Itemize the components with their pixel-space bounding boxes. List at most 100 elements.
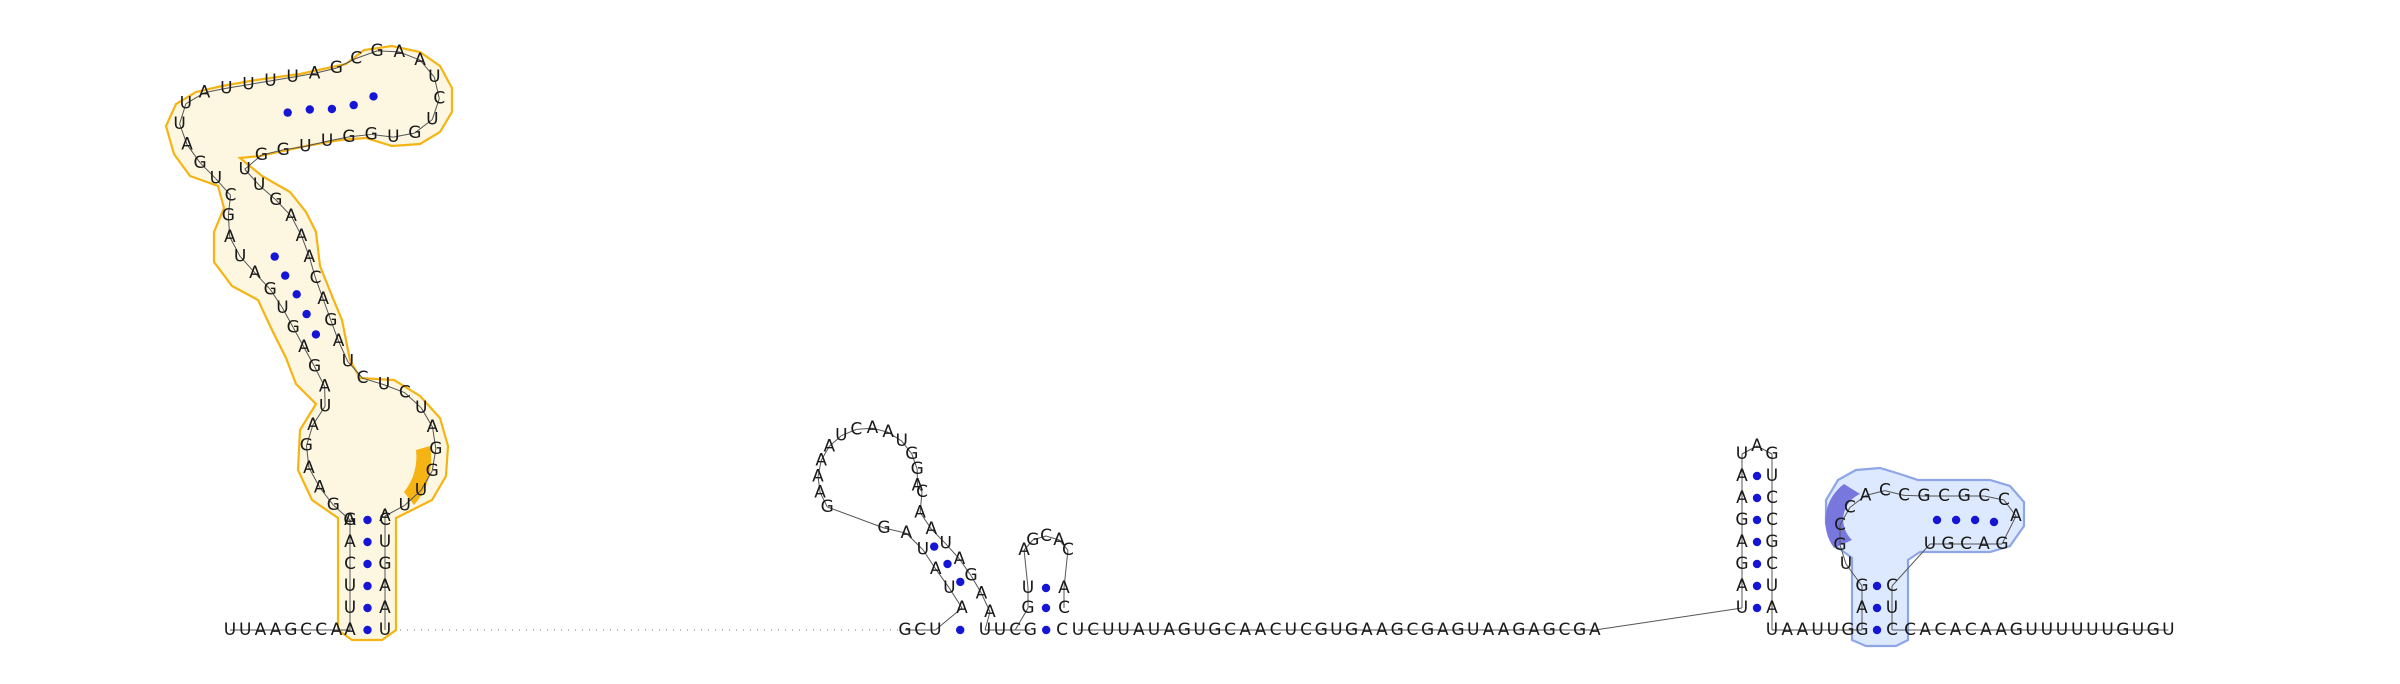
backbone-segment xyxy=(404,489,422,506)
hairpin-2-loop: G xyxy=(911,459,924,479)
base-pair-dot xyxy=(363,559,372,569)
backbone-segment xyxy=(301,235,310,257)
hairpin-3-left: U xyxy=(1022,578,1034,598)
domain-1-loop: U xyxy=(428,67,440,87)
domain-1-loop: C xyxy=(433,89,445,109)
hairpin-5-right: U xyxy=(1886,598,1898,618)
nucleotide-3prime: U xyxy=(2041,620,2053,640)
nucleotide-3prime: A xyxy=(1950,620,1962,640)
hairpin-2-strand3: A xyxy=(984,602,996,622)
domain-1-loop: C xyxy=(350,48,362,68)
backbone-segment xyxy=(347,361,363,379)
backbone-segment xyxy=(384,504,405,517)
backbone-segment xyxy=(305,424,314,446)
nucleotide-middle: C xyxy=(1224,620,1236,640)
base-pair-dot xyxy=(327,104,337,114)
helix-1-left: C xyxy=(344,554,356,574)
hairpin-3-base: U xyxy=(994,620,1006,640)
domain-1-loop: G xyxy=(408,123,421,143)
domain-1-loop: G xyxy=(365,124,378,144)
hairpin-3-right: A xyxy=(1058,578,1070,598)
backbone-segment xyxy=(1845,563,1863,587)
domain-1-loop: G xyxy=(330,58,343,78)
backbone-segment xyxy=(258,184,277,201)
backbone-segment xyxy=(1741,445,1758,455)
linker: U xyxy=(1766,620,1778,640)
hairpin-4-right: A xyxy=(1766,598,1778,618)
nucleotide-3prime: G xyxy=(2116,620,2129,640)
backbone-segment xyxy=(399,51,421,61)
hairpin-5-loop: C xyxy=(1898,485,1910,505)
nucleotide-middle: U xyxy=(1117,620,1129,640)
domain-1-accent xyxy=(404,446,432,505)
hairpin-5-left: G xyxy=(1855,620,1868,640)
hairpin-2-strand5: A xyxy=(930,559,942,579)
nucleotide-middle: U xyxy=(1330,620,1342,640)
hairpin-2-close: U xyxy=(979,620,991,640)
domain-1-loop: G xyxy=(300,436,313,456)
helix-1-right: U xyxy=(379,532,391,552)
hairpin-3-loop: C xyxy=(1040,526,1052,546)
nucleotide-middle: G xyxy=(1208,620,1221,640)
nucleotide-middle: C xyxy=(1300,620,1312,640)
backbone-segment xyxy=(911,453,918,470)
backbone-segment xyxy=(226,84,249,89)
hairpin-2-loop: A xyxy=(815,450,827,470)
nucleotide-5prime: U xyxy=(224,620,236,640)
nucleotide-5prime: A xyxy=(331,620,343,640)
backbone-segment xyxy=(1045,535,1060,541)
hairpin-5-loop: G xyxy=(1833,535,1846,555)
domain-1-loop: U xyxy=(387,127,399,147)
domain-1-loop: U xyxy=(415,398,427,418)
hairpin-3-base: C xyxy=(1009,620,1021,640)
backbone-segment xyxy=(362,377,385,386)
domain-1-loop: C xyxy=(357,368,369,388)
backbone-segment xyxy=(305,445,310,468)
backbone-segment xyxy=(980,593,991,613)
backbone-segment xyxy=(819,492,828,508)
backbone-segment xyxy=(261,149,284,156)
backbone-segment xyxy=(244,154,262,170)
domain-1-loop: U xyxy=(234,246,246,266)
nucleotide-3prime: U xyxy=(2025,620,2037,640)
domain-1-loop: G xyxy=(287,318,300,338)
backbone-segment xyxy=(828,435,842,447)
nucleotide-middle: G xyxy=(1573,620,1586,640)
nucleotide-5prime: U xyxy=(239,620,251,640)
backbone-segment xyxy=(1594,607,1743,631)
backbone-segment xyxy=(958,558,972,576)
backbone-segment xyxy=(827,506,885,529)
nucleotide-middle: G xyxy=(1315,620,1328,640)
nucleotide-middle: G xyxy=(1178,620,1191,640)
hairpin-5-loop: U xyxy=(1840,554,1852,574)
domain-1-loop: U xyxy=(264,71,276,91)
nucleotide-3prime: U xyxy=(2071,620,2083,640)
nucleotide-middle: U xyxy=(1285,620,1297,640)
backbone-segment xyxy=(856,427,873,430)
hairpin-5-loop: U xyxy=(1924,534,1936,554)
backbone-segment xyxy=(254,272,271,290)
backbone-segment xyxy=(1891,543,1931,587)
backbone-segment xyxy=(312,406,326,426)
backbone-segment xyxy=(204,87,227,94)
base-pair-dot xyxy=(363,515,372,525)
backbone-segment xyxy=(377,50,400,53)
nucleotide-3prime: A xyxy=(1995,620,2007,640)
hairpin-5-loop: C xyxy=(1834,515,1846,535)
backbone-segment xyxy=(2001,515,2017,545)
hairpin-2-strand5: U xyxy=(917,540,929,560)
nucleotide-3prime: G xyxy=(2010,620,2023,640)
backbone-segment xyxy=(419,59,435,78)
backbone-segment xyxy=(244,168,260,186)
hairpin-2-loop: A xyxy=(823,436,835,456)
domain-1-loop: U xyxy=(253,175,265,195)
base-pair-dot xyxy=(369,92,378,101)
nucleotide-3prime: U xyxy=(2162,620,2174,640)
hairpin-2-strand3: U xyxy=(939,534,951,554)
domain-1-loop: U xyxy=(238,159,250,179)
nucleotide-3prime: U xyxy=(2086,620,2098,640)
base-pair-dot xyxy=(1932,515,1942,525)
domain-1-loop: U xyxy=(415,480,427,500)
base-pair-dot xyxy=(1752,537,1762,547)
